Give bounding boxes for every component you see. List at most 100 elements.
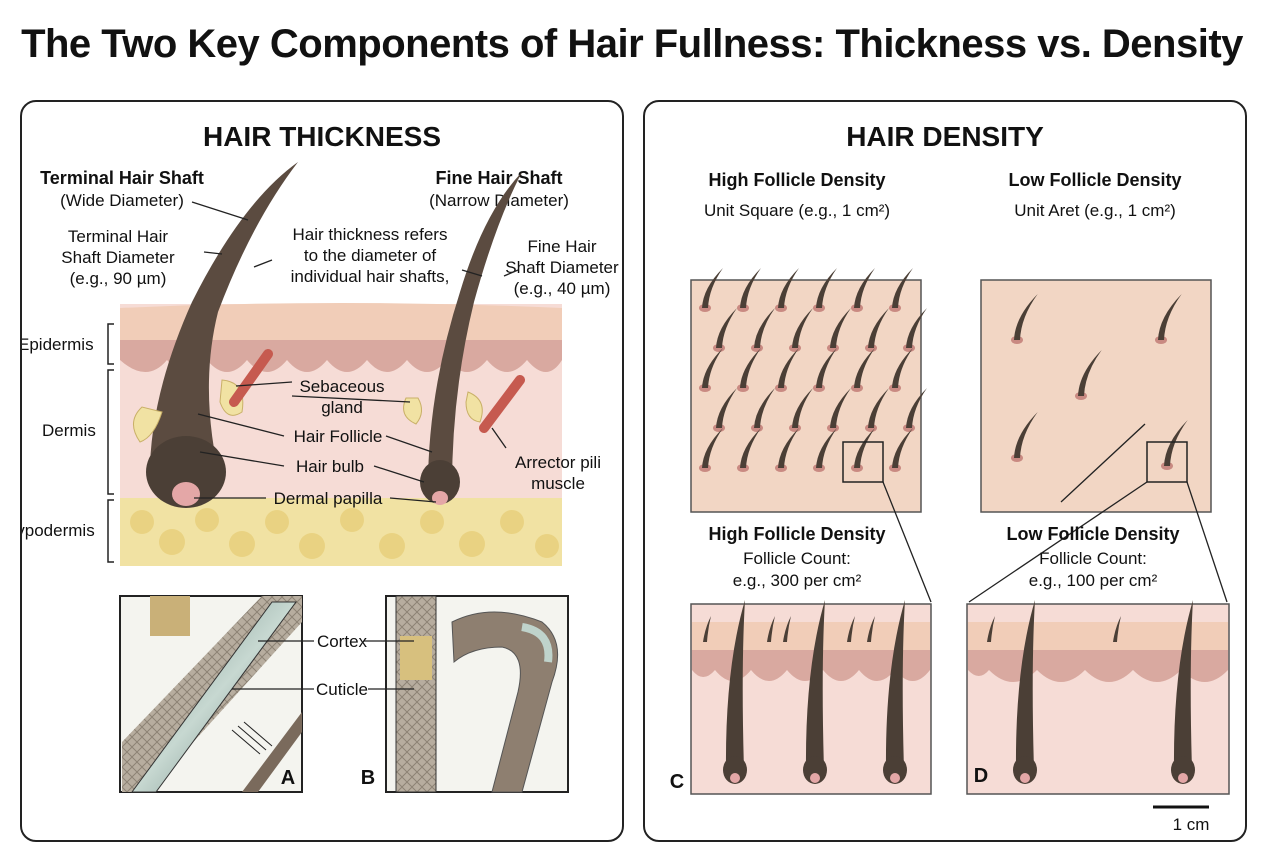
low-count-line1: Follicle Count: (1039, 549, 1147, 568)
terminal-shaft-title: Terminal Hair Shaft (40, 168, 204, 188)
dermal-papilla (1020, 773, 1030, 783)
short-hair (703, 616, 711, 642)
high-count-title: High Follicle Density (708, 524, 885, 544)
hair-strand (792, 308, 813, 348)
thickness-heading: HAIR THICKNESS (203, 121, 441, 152)
hair-strand (816, 268, 837, 308)
thickness-note-line1: Hair thickness refers (293, 225, 448, 244)
terminal-shaft-subtitle: (Wide Diameter) (60, 191, 184, 210)
terminal-hair (133, 162, 298, 508)
dermal-papilla (890, 773, 900, 783)
detail-label-a: A (281, 767, 295, 789)
hair-strand (716, 308, 737, 348)
hair-strand (854, 268, 875, 308)
detail-panel-b (385, 595, 569, 793)
cuticle-label: Cuticle (316, 680, 368, 699)
hair-bulb (723, 756, 747, 784)
high-density-hairs (699, 268, 927, 472)
hair-strand (754, 388, 775, 428)
hair-strand (778, 348, 799, 388)
hair-strand (740, 268, 761, 308)
hair-strand (778, 268, 799, 308)
hair-strand (792, 388, 813, 428)
dermal-papilla (730, 773, 740, 783)
hair-strand (778, 428, 799, 468)
low-density-title: Low Follicle Density (1008, 170, 1181, 190)
high-count-line2: e.g., 300 per cm² (733, 571, 862, 590)
layer-hypodermis: Hypodermis (22, 521, 95, 540)
hair-strand (740, 348, 761, 388)
hair-thickness-diagram: HAIR THICKNESS Terminal Hair Shaft (Wide… (22, 121, 619, 793)
cross-section-c-hairs (703, 600, 907, 784)
sebaceous-label-line2: gland (321, 398, 363, 417)
short-hair (1113, 616, 1121, 642)
dermal-papilla (1178, 773, 1188, 783)
leader-lines (191, 201, 519, 503)
short-hair (783, 616, 791, 642)
arrector-label-line2: muscle (531, 474, 585, 493)
terminal-diameter-line2: Shaft Diameter (61, 248, 175, 267)
hair-strand (816, 428, 837, 468)
hair-strand (1014, 412, 1038, 458)
low-density-hairs (1011, 294, 1188, 470)
fine-diameter-line3: (e.g., 40 µm) (514, 279, 611, 298)
cortex-label: Cortex (317, 632, 368, 651)
high-count-line1: Follicle Count: (743, 549, 851, 568)
hair-bulb (1013, 756, 1037, 784)
hair-bulb-label: Hair bulb (296, 457, 364, 476)
hair-bulb (1171, 756, 1195, 784)
hair-strand (702, 348, 723, 388)
hair-strand (1158, 294, 1182, 340)
hair-strand (830, 388, 851, 428)
fine-diameter-line1: Fine Hair (528, 237, 597, 256)
fine-shaft-subtitle: (Narrow Diameter) (429, 191, 569, 210)
detail-label-b: B (361, 767, 375, 789)
dermal-papilla (810, 773, 820, 783)
scale-bar-label: 1 cm (1173, 815, 1210, 834)
detail-panel-a (119, 595, 303, 793)
hair-density-diagram: HAIR DENSITY High Follicle Density Unit … (670, 121, 1230, 834)
short-hair (767, 616, 775, 642)
low-density-unit-square (980, 279, 1212, 513)
cross-section-d-hairs (987, 600, 1195, 784)
high-density-unit: Unit Square (e.g., 1 cm²) (704, 201, 890, 220)
layer-dermis: Dermis (42, 421, 96, 440)
fine-shaft-title: Fine Hair Shaft (435, 168, 562, 188)
hair-strand (1078, 350, 1102, 396)
page-title: The Two Key Components of Hair Fullness:… (21, 22, 1243, 66)
sebaceous-label-line1: Sebaceous (299, 377, 384, 396)
hair-bulb (883, 756, 907, 784)
hair-strand (854, 428, 875, 468)
panel-label-d: D (974, 765, 988, 787)
short-hair (867, 616, 875, 642)
density-heading: HAIR DENSITY (846, 121, 1044, 152)
hair-strand (906, 308, 927, 348)
hair-strand (702, 428, 723, 468)
thickness-note-line3: individual hair shafts, (291, 267, 450, 286)
hair-strand (892, 268, 913, 308)
hair-shaft (1173, 600, 1193, 770)
layer-epidermis: Epidermis (22, 335, 94, 354)
layer-brackets (107, 323, 114, 563)
hair-strand (830, 308, 851, 348)
fine-diameter-line2: Shaft Diameter (505, 258, 619, 277)
low-density-unit: Unit Aret (e.g., 1 cm²) (1014, 201, 1176, 220)
hair-shaft (1015, 600, 1035, 770)
low-count-line2: e.g., 100 per cm² (1029, 571, 1158, 590)
hair-strand (716, 388, 737, 428)
short-hair (987, 616, 995, 642)
hair-strand (868, 388, 889, 428)
high-zoom-box (842, 441, 884, 483)
hair-strand (892, 428, 913, 468)
fine-hair (403, 172, 525, 505)
thickness-note-line2: to the diameter of (304, 246, 437, 265)
low-zoom-box (1146, 441, 1188, 483)
low-count-title: Low Follicle Density (1006, 524, 1179, 544)
arrector-label-line1: Arrector pili (515, 453, 601, 472)
hair-strand (1164, 420, 1188, 466)
hair-shaft (805, 600, 825, 770)
hair-strand (868, 308, 889, 348)
hair-strand (816, 348, 837, 388)
terminal-diameter-line1: Terminal Hair (68, 227, 168, 246)
hair-strand (854, 348, 875, 388)
